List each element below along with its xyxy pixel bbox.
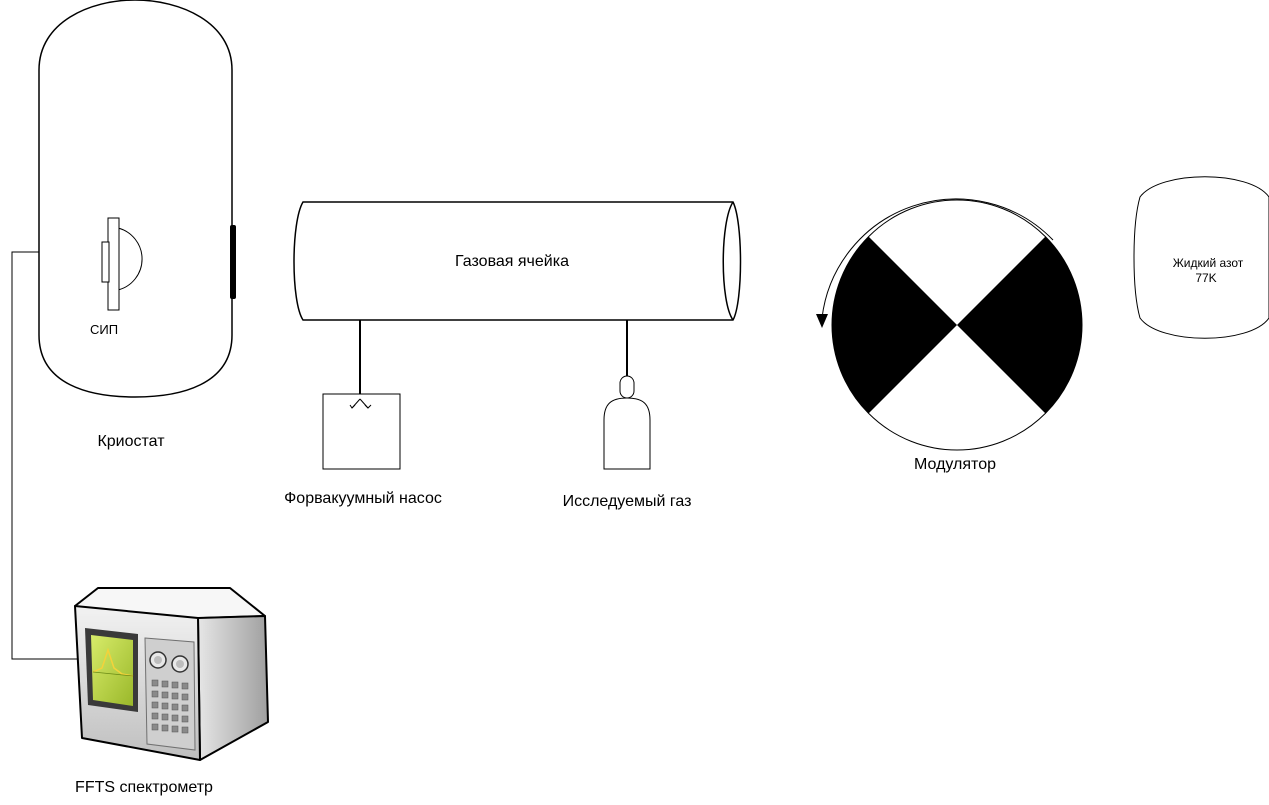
cryostat-label: Криостат bbox=[97, 433, 165, 450]
gas-cylinder-icon bbox=[603, 375, 651, 470]
chopper-wheel-icon bbox=[816, 198, 1083, 451]
gas-cell-label: Газовая ячейка bbox=[455, 253, 569, 270]
modulator-label: Модулятор bbox=[914, 456, 996, 473]
pump-label: Форвакуумный насос bbox=[284, 490, 442, 507]
detector-label: СИП bbox=[89, 322, 119, 337]
gas-cell bbox=[293, 201, 742, 321]
modulator-blade-left bbox=[832, 235, 957, 415]
dewar-icon bbox=[1133, 176, 1269, 339]
signal-cable bbox=[11, 251, 80, 660]
gas-cell-window bbox=[722, 201, 734, 321]
cryostat-body bbox=[38, 0, 233, 398]
rotation-arrowhead bbox=[816, 314, 828, 328]
detector-icon bbox=[101, 217, 143, 311]
gas-label: Исследуемый газ bbox=[562, 493, 692, 510]
cryostat-window bbox=[230, 225, 236, 299]
modulator-blade-right bbox=[957, 235, 1082, 415]
vacuum-pump-icon bbox=[322, 393, 401, 470]
spectrometer-label: FFTS спектрометр bbox=[75, 779, 213, 796]
screen bbox=[91, 635, 133, 706]
rotation-arrow bbox=[821, 198, 1054, 319]
spectrum-analyzer-icon bbox=[74, 587, 269, 761]
nitrogen-label-line1: Жидкий азот bbox=[1172, 256, 1244, 270]
nitrogen-label-line2: 77K bbox=[1195, 271, 1217, 285]
cryostat bbox=[38, 0, 236, 398]
